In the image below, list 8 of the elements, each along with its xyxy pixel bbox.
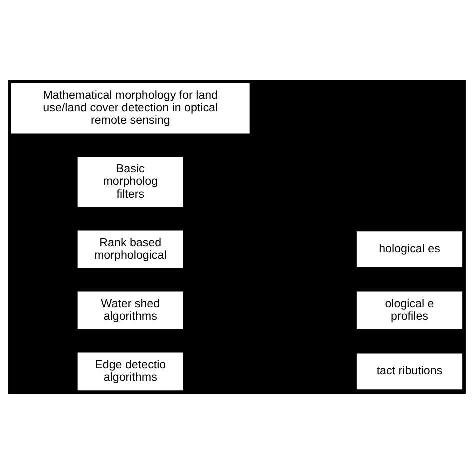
node-box: Basic morpholog filters [78, 157, 184, 208]
node-box: Mathematical morphology for land use/land cover detection in optical remote sensing [11, 83, 250, 134]
node-box: hological es [356, 232, 463, 268]
node-box: Edge detectio algorithms [78, 352, 184, 391]
node-box: ological e profiles [356, 292, 463, 330]
node-box: Rank based morphological [78, 230, 184, 268]
node-box: Water shed algorithms [78, 292, 184, 330]
node-box: tact ributions [356, 354, 463, 390]
